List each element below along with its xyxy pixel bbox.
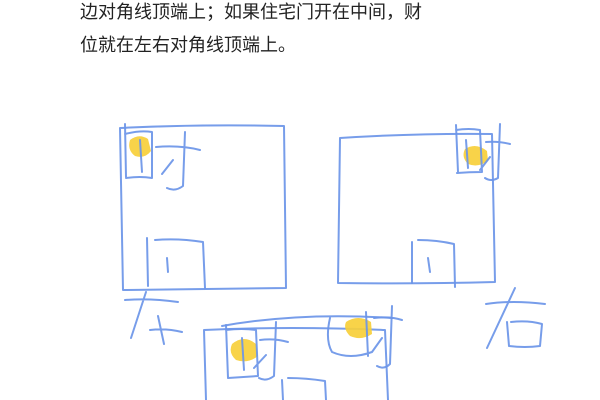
connecting-arc (221, 315, 393, 327)
bottom-left-wealth-spot (230, 339, 258, 362)
right-room-door-glyph (411, 239, 456, 288)
body-text-line-2: 位就在左右对角线顶端上。 (80, 35, 296, 56)
bottom-room-outline (203, 327, 389, 400)
bottom-room-door-glyph (281, 377, 327, 400)
left-room-outline (119, 124, 287, 291)
bottom-right-wealth-spot (345, 318, 372, 339)
left-room-wealth-glyph (124, 123, 201, 191)
bottom-left-wealth-glyph (225, 321, 289, 381)
right-room-wealth-glyph (455, 123, 511, 181)
right-room-outline (337, 132, 496, 285)
right-room-diagram (337, 123, 511, 288)
body-text-line-1: 边对角线顶端上；如果住宅门开在中间，财 (80, 2, 422, 23)
bottom-room-diagram (203, 305, 403, 400)
left-side-glyph (124, 291, 183, 345)
left-room-diagram (119, 123, 287, 291)
right-side-glyph (485, 287, 546, 349)
left-room-door-glyph (146, 237, 206, 289)
